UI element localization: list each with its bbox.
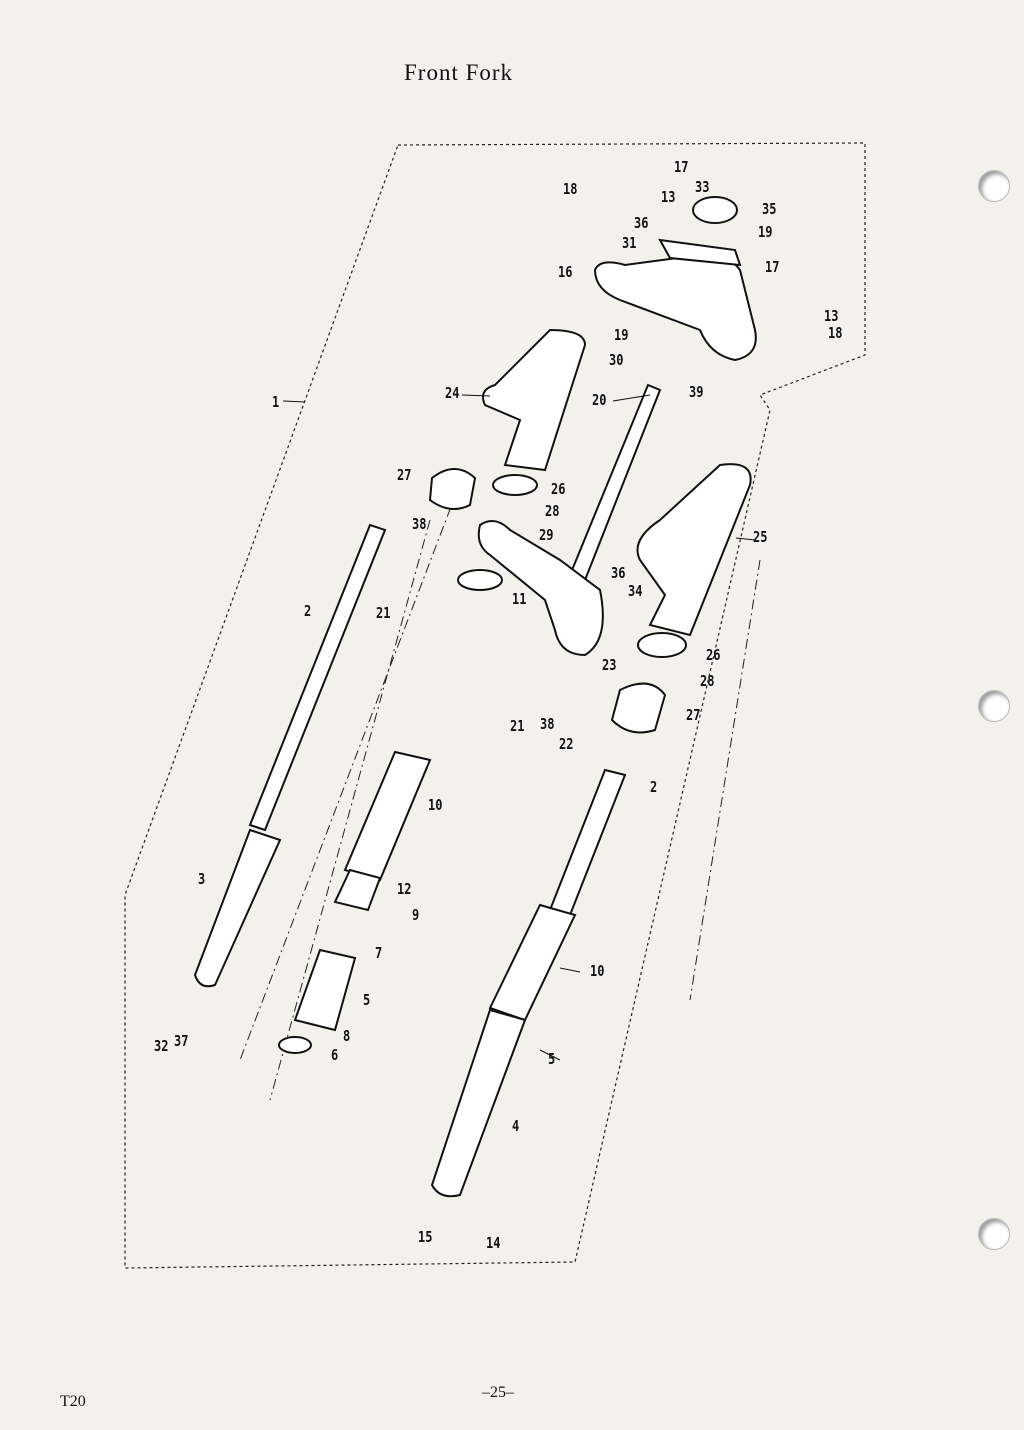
callout: 5 (363, 991, 371, 1009)
callout: 36 (634, 214, 649, 232)
fork-cover-right (610, 682, 667, 734)
model-code: T20 (60, 1393, 86, 1410)
binder-hole-middle (978, 690, 1010, 722)
callout: 13 (661, 188, 676, 206)
inner-tube-left (248, 523, 387, 832)
callout: 30 (609, 351, 624, 369)
outer-tube-left (193, 828, 282, 988)
page-title: Front Fork (404, 60, 514, 85)
callout: 1 (272, 393, 280, 411)
callout: 17 (674, 158, 689, 176)
callout: 8 (343, 1027, 351, 1045)
callout: 17 (765, 258, 780, 276)
callout: 21 (510, 717, 525, 735)
callout: 24 (445, 384, 460, 402)
callout: 35 (762, 200, 777, 218)
callout: 22 (559, 735, 574, 753)
callout: 10 (590, 962, 605, 980)
callout: 12 (397, 880, 412, 898)
callout: 3 (198, 870, 206, 888)
callout: 26 (551, 480, 566, 498)
lower-bracket (477, 520, 604, 657)
fork-cover-left (428, 468, 477, 510)
callout: 37 (174, 1032, 189, 1050)
callout: 23 (602, 656, 617, 674)
callout: 32 (154, 1037, 169, 1055)
binder-hole-top (978, 170, 1010, 202)
callout: 20 (592, 391, 607, 409)
callout: 26 (706, 646, 721, 664)
callout: 21 (376, 604, 391, 622)
callout: 7 (375, 944, 383, 962)
callout: 39 (689, 383, 704, 401)
callout: 6 (331, 1046, 339, 1064)
callout: 19 (614, 326, 629, 344)
callout: 13 (824, 307, 839, 325)
callout: 19 (758, 223, 773, 241)
fork-boot-right (488, 903, 577, 1022)
damper-left (293, 948, 357, 1032)
callout: 29 (539, 526, 554, 544)
spring-left (343, 750, 432, 882)
sleeve (333, 868, 382, 912)
callout: 36 (611, 564, 626, 582)
callout: 18 (828, 324, 843, 342)
callout: 9 (412, 906, 420, 924)
handlebar-holder (658, 238, 742, 267)
callout: 38 (540, 715, 555, 733)
callout: 10 (428, 796, 443, 814)
page-number: –25– (482, 1384, 514, 1401)
callout: 2 (304, 602, 312, 620)
callout: 5 (548, 1050, 556, 1068)
callout: 28 (545, 502, 560, 520)
callout: 11 (512, 590, 527, 608)
callout: 33 (695, 178, 710, 196)
outer-tube-right (430, 1008, 527, 1198)
callout: 31 (622, 234, 637, 252)
callout: 14 (486, 1234, 501, 1252)
callout: 18 (563, 180, 578, 198)
callout: 27 (397, 466, 412, 484)
callout: 25 (753, 528, 768, 546)
upper-bracket (593, 253, 757, 362)
callout: 15 (418, 1228, 433, 1246)
callout: 4 (512, 1117, 520, 1135)
callout: 28 (700, 672, 715, 690)
callout: 34 (628, 582, 643, 600)
headlight-bracket-left (482, 328, 587, 472)
callout: 16 (558, 263, 573, 281)
callout: 38 (412, 515, 427, 533)
callout: 2 (650, 778, 658, 796)
callout: 27 (686, 706, 701, 724)
inner-tube-right (548, 768, 627, 917)
assembly-boundary (124, 142, 866, 1269)
binder-hole-bottom (978, 1218, 1010, 1250)
headlight-bracket-right (636, 463, 752, 637)
